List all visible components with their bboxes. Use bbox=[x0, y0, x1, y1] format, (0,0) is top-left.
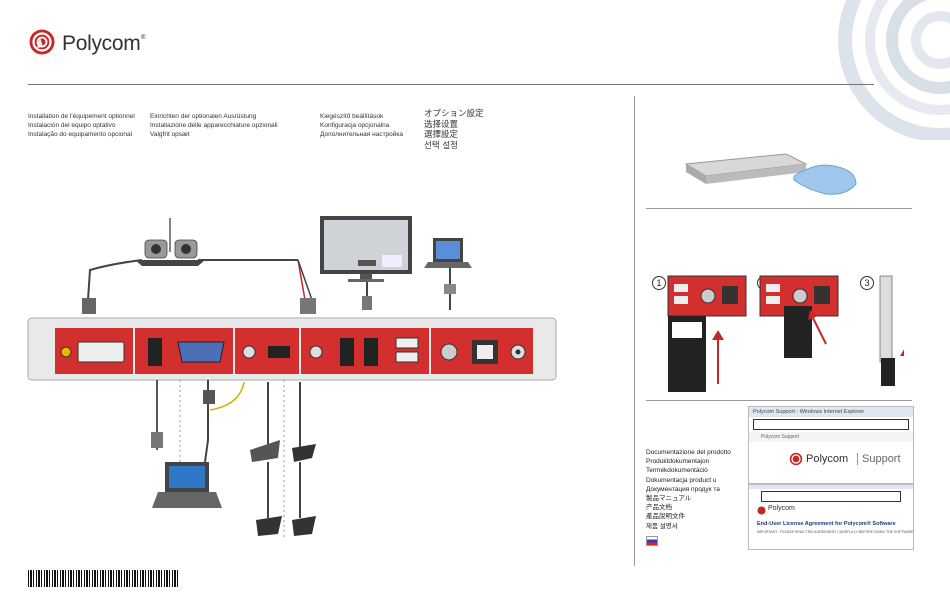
title-line: Installazione delle apparecchiature opzi… bbox=[150, 122, 278, 129]
mic-pod-icon bbox=[250, 440, 316, 536]
title-line: Installation de l'équipement optionnel bbox=[28, 113, 135, 120]
title-line: Kiegészítő beállítások bbox=[320, 113, 384, 120]
title-line: 선택 설정 bbox=[424, 140, 458, 151]
step-3-badge: 3 bbox=[860, 276, 874, 290]
doc-line: 产品文档 bbox=[646, 504, 672, 512]
serial-port-icon bbox=[440, 343, 458, 361]
hand-pointer-icon bbox=[793, 164, 857, 195]
address-bar[interactable] bbox=[753, 419, 909, 430]
laptop-icon bbox=[152, 462, 222, 508]
doc-line: Документация продук та bbox=[646, 485, 720, 493]
title-line: Дополнительная настройка bbox=[320, 131, 404, 138]
doc-line: 產品說明文件 bbox=[646, 513, 685, 521]
support-brand: Polycom bbox=[806, 453, 849, 465]
polycom-logo-icon bbox=[29, 29, 55, 55]
right-rule-1 bbox=[646, 208, 912, 209]
decorative-rings bbox=[838, 0, 950, 140]
title-line: 选择设置 bbox=[424, 119, 459, 130]
title-line: Instalação do equipamento opcional bbox=[28, 131, 133, 138]
license-logo: Polycom bbox=[757, 504, 913, 518]
right-rule-2 bbox=[646, 400, 912, 401]
title-line: Einrichten der optionalen Ausrüstung bbox=[150, 113, 257, 120]
hdmi-port-icon bbox=[148, 338, 378, 366]
polycom-logo-icon bbox=[757, 506, 766, 515]
polycom-logo-icon bbox=[789, 452, 803, 466]
camera-icon bbox=[135, 218, 205, 266]
monitor-icon bbox=[320, 216, 412, 282]
serial-laptop-icon bbox=[424, 238, 472, 268]
title-line: Konfiguracja opcjonalna bbox=[320, 122, 390, 129]
title-line: Instalación del equipo optativo bbox=[28, 122, 116, 129]
license-brand: Polycom bbox=[768, 505, 795, 512]
mic-port-icon bbox=[268, 346, 290, 358]
doc-line: Documentazione del prodotto bbox=[646, 449, 731, 456]
audio-jack-icon bbox=[242, 345, 323, 359]
device-illustration bbox=[684, 153, 857, 195]
title-line: Valgfrit opsæt bbox=[150, 131, 190, 138]
russian-flag-icon bbox=[646, 536, 658, 546]
brand-mark: ® bbox=[141, 35, 146, 41]
header: Polycom ® bbox=[28, 26, 228, 60]
license-title: End-User License Agreement for Polycom® … bbox=[757, 521, 896, 527]
lan-port-icon bbox=[472, 340, 498, 364]
support-label: Support bbox=[857, 453, 901, 465]
browser-window-support: Polycom Support - Windows Internet Explo… bbox=[748, 406, 914, 484]
title-col-4: オプション設定 选择设置 選擇設定 선택 설정 bbox=[424, 109, 484, 151]
panel-red bbox=[55, 328, 533, 374]
barcode-icon bbox=[28, 570, 180, 587]
column-divider bbox=[634, 96, 635, 566]
title-col-1: Installation de l'équipement optionnel I… bbox=[28, 112, 135, 139]
header-rule bbox=[28, 84, 874, 85]
connection-diagram bbox=[27, 216, 557, 540]
doc-line: Termékdokumentáció bbox=[646, 467, 708, 475]
browser-window-license: Polycom End-User License Agreement for P… bbox=[748, 484, 914, 550]
address-bar[interactable] bbox=[761, 491, 901, 502]
power-port-icon bbox=[510, 344, 526, 360]
vga-port-icon bbox=[177, 341, 225, 363]
doc-line: 제품 설명서 bbox=[646, 522, 678, 530]
title-strip bbox=[749, 485, 913, 489]
brand-name: Polycom bbox=[62, 32, 141, 55]
browser-tab[interactable]: Polycom Support bbox=[749, 432, 913, 442]
title-line: 選擇設定 bbox=[424, 130, 459, 140]
title-col-3: Kiegészítő beállítások Konfiguracja opcj… bbox=[320, 112, 403, 139]
step-1-badge: 1 bbox=[652, 276, 666, 290]
title-col-2: Einrichten der optionalen Ausrüstung Ins… bbox=[150, 112, 278, 139]
step-illustrations bbox=[667, 275, 904, 392]
doc-line: Dokumentacja product u bbox=[646, 476, 717, 484]
title-line: オプション設定 bbox=[424, 109, 484, 119]
license-sub: IMPORTANT - PLEASE READ THIS AGREEMENT C… bbox=[757, 530, 914, 534]
doc-line: Produktdokumentajon bbox=[646, 458, 710, 466]
doc-list: Documentazione del prodotto Produktdokum… bbox=[646, 448, 731, 546]
doc-line: 製品マニュアル bbox=[646, 495, 692, 503]
usb-port-icon bbox=[395, 337, 419, 363]
browser-title: Polycom Support - Windows Internet Explo… bbox=[749, 407, 913, 417]
dvi-port-icon bbox=[60, 341, 125, 363]
